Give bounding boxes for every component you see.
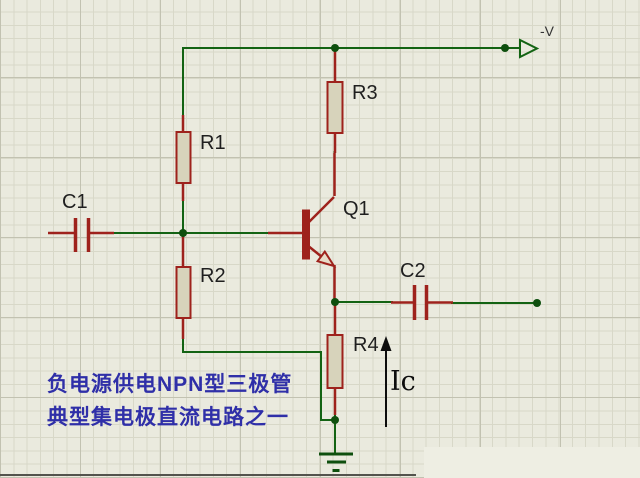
output-terminal-dot[interactable] [533, 299, 541, 307]
emitter-arrow-icon [315, 249, 337, 268]
resistor-r1[interactable] [175, 131, 192, 184]
wire-r2-bottom-route[interactable] [182, 337, 335, 421]
blank-corner-patch [424, 447, 640, 478]
ground-symbol-icon[interactable] [319, 452, 353, 472]
junction-dot [331, 298, 339, 306]
caption-line-2: 典型集电极直流电路之一 [47, 406, 289, 429]
junction-dot [331, 44, 339, 52]
label-r3[interactable]: R3 [352, 82, 378, 104]
junction-dot [501, 44, 509, 52]
junction-dot [331, 416, 339, 424]
current-arrow-ic [380, 336, 392, 427]
canvas-bottom-edge [0, 474, 416, 476]
label-r2[interactable]: R2 [200, 265, 226, 287]
resistor-r4[interactable] [326, 334, 344, 389]
label-q1[interactable]: Q1 [343, 198, 370, 220]
transistor-q1[interactable] [302, 153, 337, 302]
resistor-r3[interactable] [326, 81, 344, 134]
label-c1[interactable]: C1 [62, 191, 88, 213]
label-r4[interactable]: R4 [353, 334, 379, 356]
capacitor-c1[interactable] [73, 218, 91, 252]
caption-line-1: 负电源供电NPN型三极管 [47, 373, 293, 396]
label-power-terminal[interactable]: -V [540, 23, 554, 39]
label-ic-current: Ic [390, 366, 416, 397]
power-terminal-arrow-icon[interactable] [519, 38, 540, 59]
resistor-r2[interactable] [175, 266, 192, 319]
junction-dot [179, 229, 187, 237]
capacitor-c2[interactable] [412, 285, 429, 320]
wire-top-rail[interactable] [182, 47, 521, 116]
label-r1[interactable]: R1 [200, 132, 226, 154]
label-c2[interactable]: C2 [400, 260, 426, 282]
